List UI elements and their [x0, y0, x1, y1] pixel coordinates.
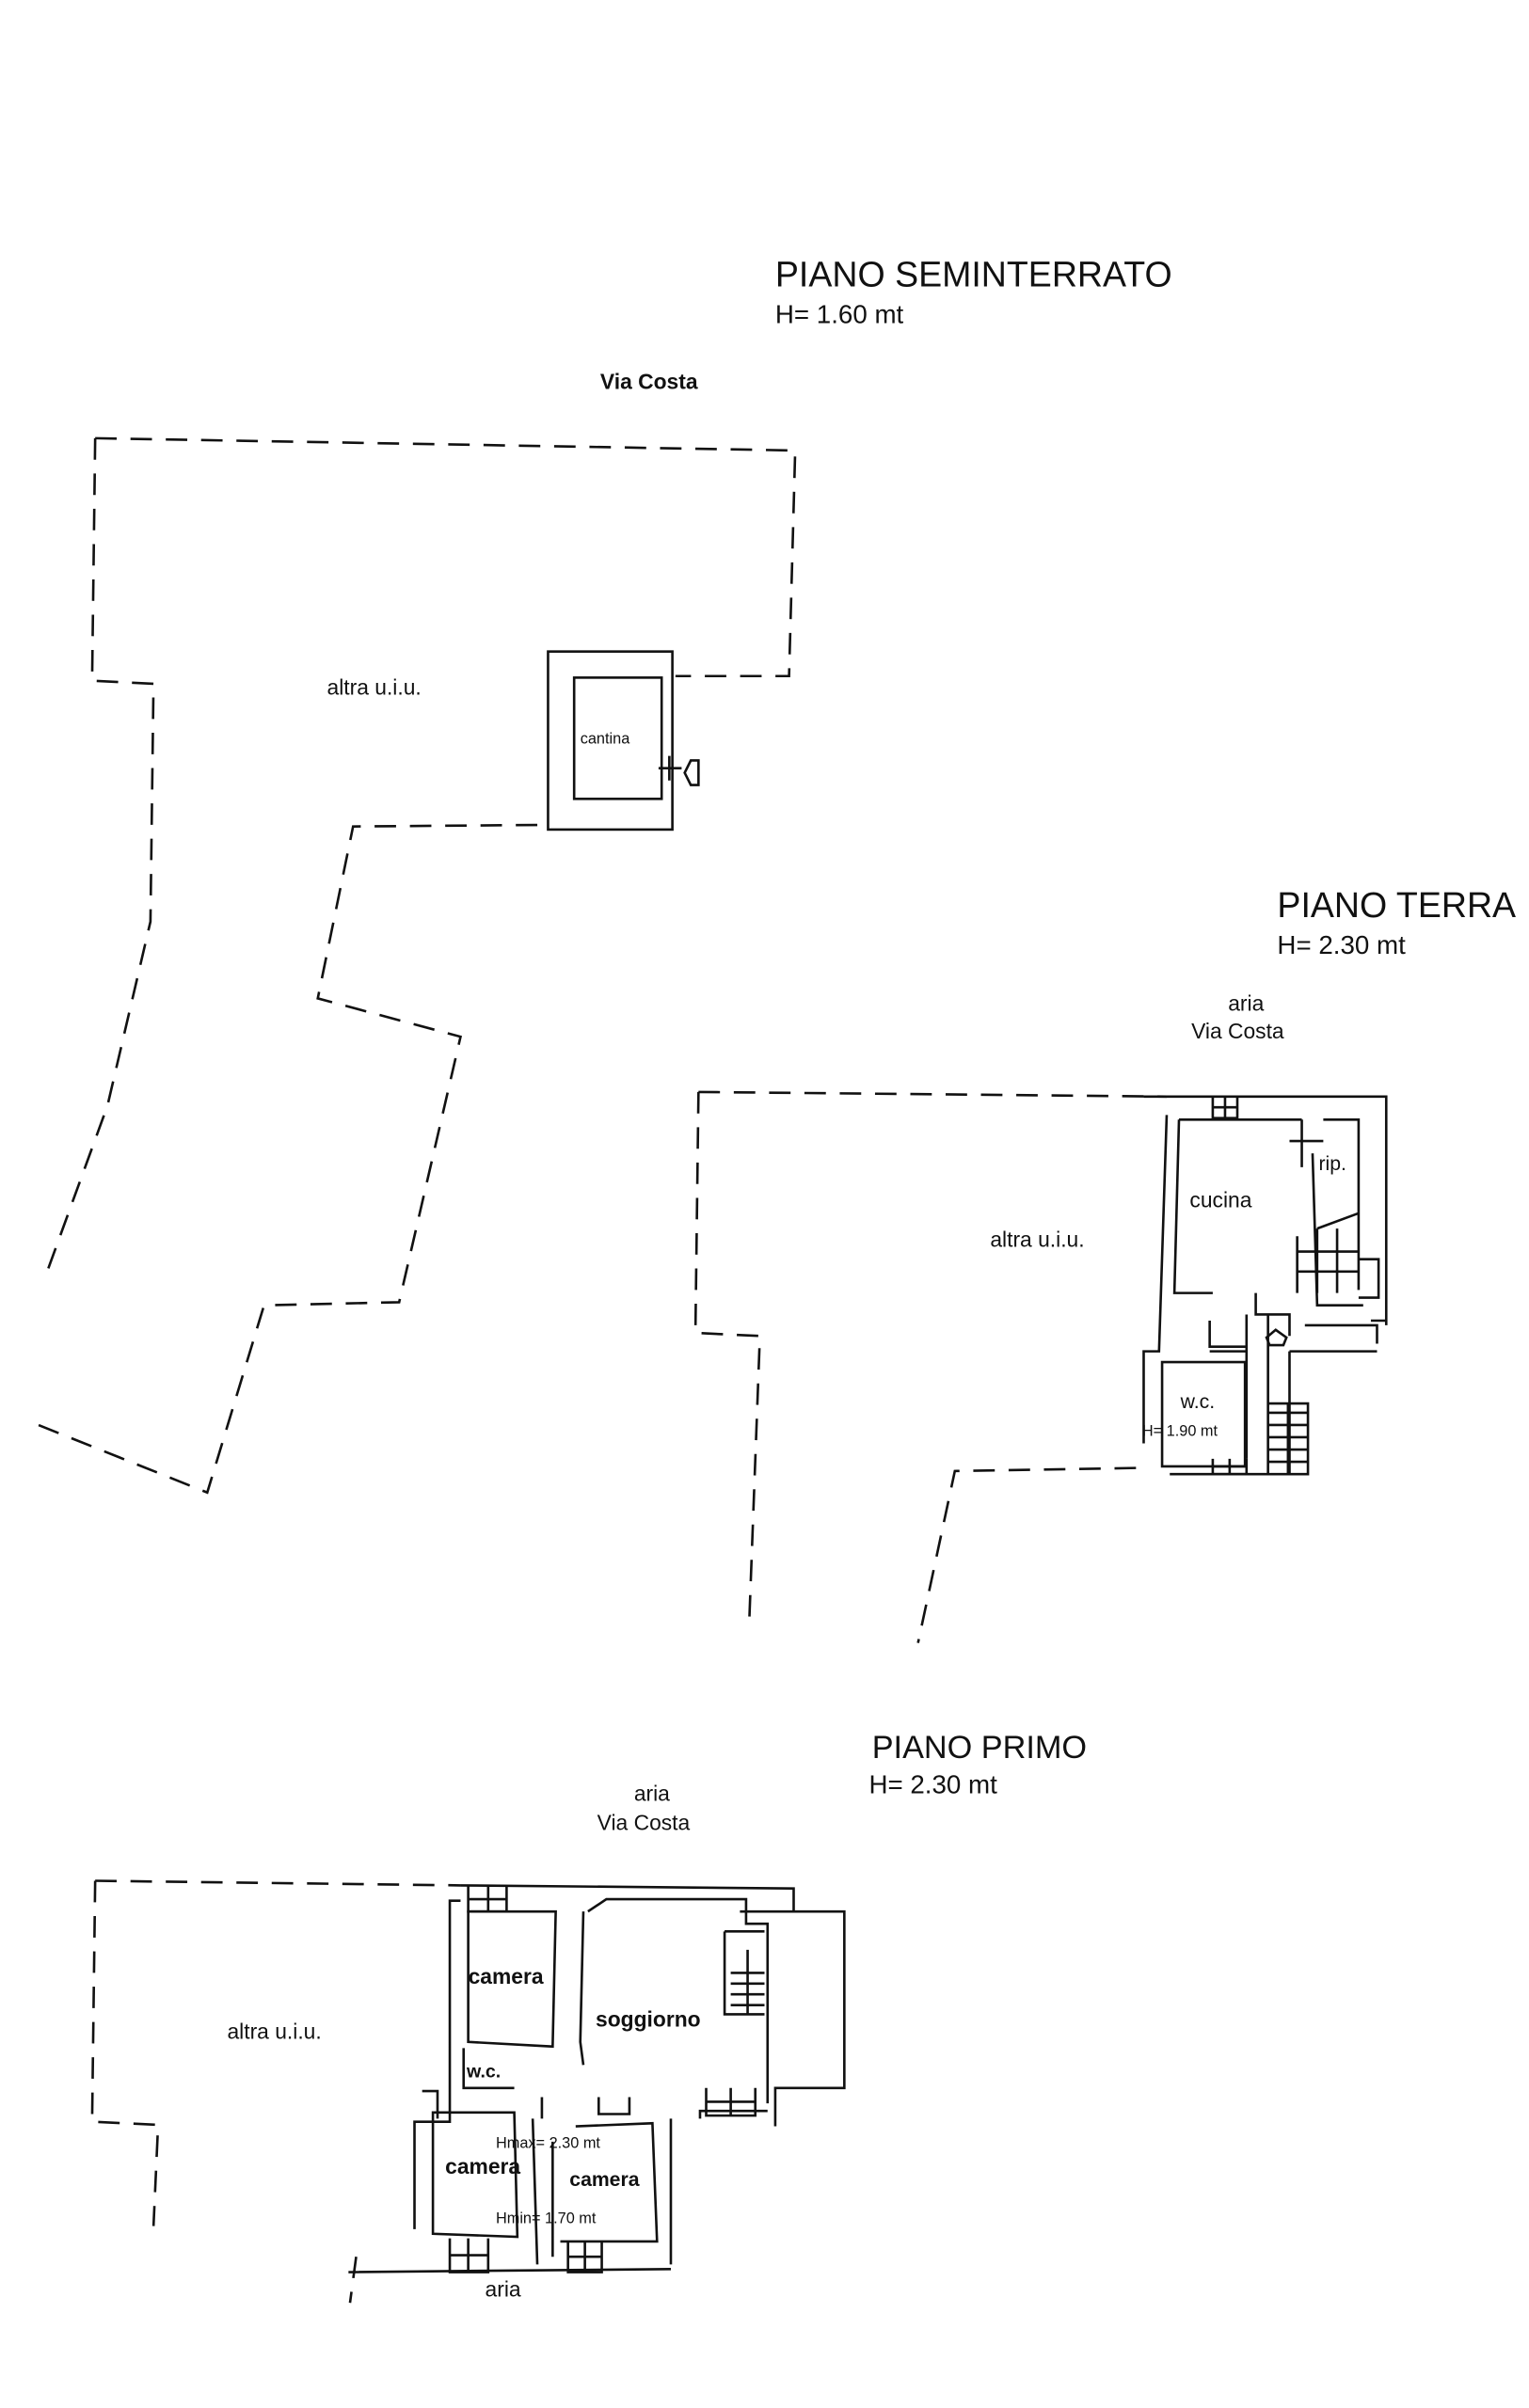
entrance-arrow-icon	[1265, 1328, 1288, 1347]
ground-title: PIANO TERRA	[1277, 885, 1516, 925]
first-air-bottom: aria	[486, 2277, 521, 2302]
ground-height: H= 2.30 mt	[1277, 930, 1406, 959]
first-boundary-top	[95, 1879, 461, 1887]
window-symbol	[1211, 1458, 1249, 1476]
first-title: PIANO PRIMO	[872, 1730, 1087, 1766]
ground-other-unit: altra u.i.u.	[990, 1228, 1084, 1252]
room-camera-southwest: camera	[445, 2154, 520, 2178]
first-boundary-bottom	[348, 2257, 358, 2304]
ground-street-label: Via Costa	[1191, 1019, 1284, 1043]
ground-stairs	[1296, 1212, 1380, 1299]
ground-plan: PIANO TERRA H= 2.30 mt aria Via Costa al…	[693, 885, 1516, 1643]
window-symbol	[705, 2087, 757, 2117]
wc-height: H= 1.90 mt	[1142, 1422, 1218, 1439]
door-symbol	[658, 755, 682, 781]
ground-boundary-top	[698, 1090, 1167, 1099]
room-ripostiglio: rip.	[1318, 1153, 1346, 1175]
first-air-top: aria	[634, 1782, 670, 1806]
first-boundary-left	[90, 1880, 160, 2226]
cantina-outer-wall	[547, 650, 674, 832]
window-symbol	[1211, 1096, 1239, 1119]
basement-boundary-top	[95, 436, 797, 678]
basement-boundary-right	[38, 823, 538, 1495]
basement-plan: PIANO SEMINTERRATO H= 1.60 mt Via Costa …	[38, 254, 1172, 1495]
ground-walls	[1142, 1095, 1388, 1476]
ground-boundary-bottom	[916, 1466, 1137, 1643]
first-floor-plan: PIANO PRIMO H= 2.30 mt aria Via Costa al…	[90, 1730, 1087, 2304]
first-height: H= 2.30 mt	[868, 1770, 997, 1799]
window-symbol	[467, 1885, 508, 1913]
entrance-arrow-icon	[683, 759, 700, 786]
room-cantina: cantina	[581, 731, 630, 748]
basement-boundary-left	[44, 437, 155, 1275]
window-symbol	[566, 2241, 603, 2273]
hmax-label: Hmax= 2.30 mt	[496, 2134, 600, 2151]
first-stairs	[730, 1949, 765, 2015]
window-symbol	[448, 2238, 490, 2273]
hmin-label: Hmin= 1.70 mt	[496, 2210, 597, 2226]
first-other-unit: altra u.i.u.	[227, 2020, 321, 2044]
cantina-inner-wall	[572, 676, 663, 800]
basement-height: H= 1.60 mt	[775, 300, 904, 329]
basement-other-unit: altra u.i.u.	[327, 674, 422, 699]
ground-boundary-left	[693, 1091, 761, 1625]
basement-street-label: Via Costa	[600, 370, 698, 394]
room-wc: w.c.	[1180, 1391, 1216, 1413]
room-camera-southeast: camera	[569, 2169, 639, 2191]
room-camera-north: camera	[469, 1964, 544, 1988]
room-cucina: cucina	[1189, 1187, 1251, 1212]
room-wc: w.c.	[466, 2061, 501, 2082]
ground-air-label: aria	[1228, 990, 1264, 1015]
first-walls	[348, 1884, 846, 2273]
basement-title: PIANO SEMINTERRATO	[775, 254, 1172, 293]
first-street-label: Via Costa	[597, 1811, 691, 1835]
room-soggiorno: soggiorno	[596, 2006, 701, 2031]
ground-exterior-stairs	[1267, 1403, 1309, 1475]
